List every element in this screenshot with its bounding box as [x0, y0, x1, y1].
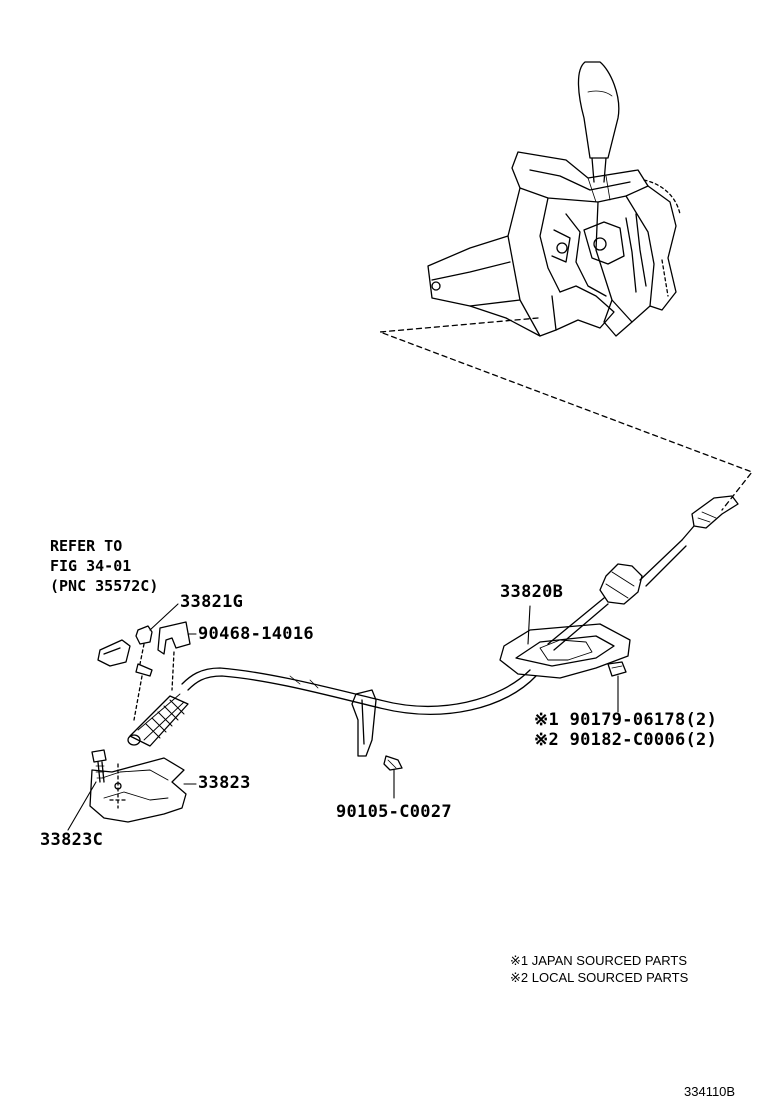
leader-33820B	[527, 605, 531, 645]
leader-33823C	[67, 781, 97, 831]
label-90468-14016[interactable]: 90468-14016	[198, 624, 314, 644]
bolt-90105-C0027	[383, 755, 403, 771]
label-90179-06178[interactable]: ※1 90179-06178(2)	[534, 710, 718, 730]
reference-line-2: FIG 34-01	[50, 557, 132, 575]
leader-dashed-bolt	[109, 763, 127, 809]
leader-dashed-assembly-to-cable	[379, 317, 753, 511]
leader-dashed-clip	[133, 675, 143, 721]
clip-90468-14016	[157, 621, 191, 691]
label-33823[interactable]: 33823	[198, 773, 251, 793]
label-90105-C0027[interactable]: 90105-C0027	[336, 802, 452, 822]
shift-cable-33820B	[127, 495, 739, 757]
bolt-33823C	[91, 749, 107, 783]
label-33821G[interactable]: 33821G	[180, 592, 244, 612]
nut-90179-90182	[607, 661, 627, 677]
reference-line-3: (PNC 35572C)	[50, 577, 159, 595]
label-90182-C0006[interactable]: ※2 90182-C0006(2)	[534, 730, 718, 750]
bracket-33823	[89, 757, 187, 823]
shift-lever-assembly	[427, 61, 681, 337]
label-33823C[interactable]: 33823C	[40, 830, 104, 850]
clip-33821G	[97, 625, 153, 677]
legend-japan-sourced: ※1 JAPAN SOURCED PARTS	[510, 953, 688, 968]
reference-line-1: REFER TO	[50, 537, 123, 555]
reference-note: REFER TO FIG 34-01 (PNC 35572C)	[50, 536, 158, 596]
label-33820B[interactable]: 33820B	[500, 582, 564, 602]
figure-code: 334110B	[684, 1084, 736, 1099]
legend: ※1 JAPAN SOURCED PARTS ※2 LOCAL SOURCED …	[510, 952, 688, 986]
legend-local-sourced: ※2 LOCAL SOURCED PARTS	[510, 970, 689, 985]
leader-33821G	[149, 603, 179, 631]
